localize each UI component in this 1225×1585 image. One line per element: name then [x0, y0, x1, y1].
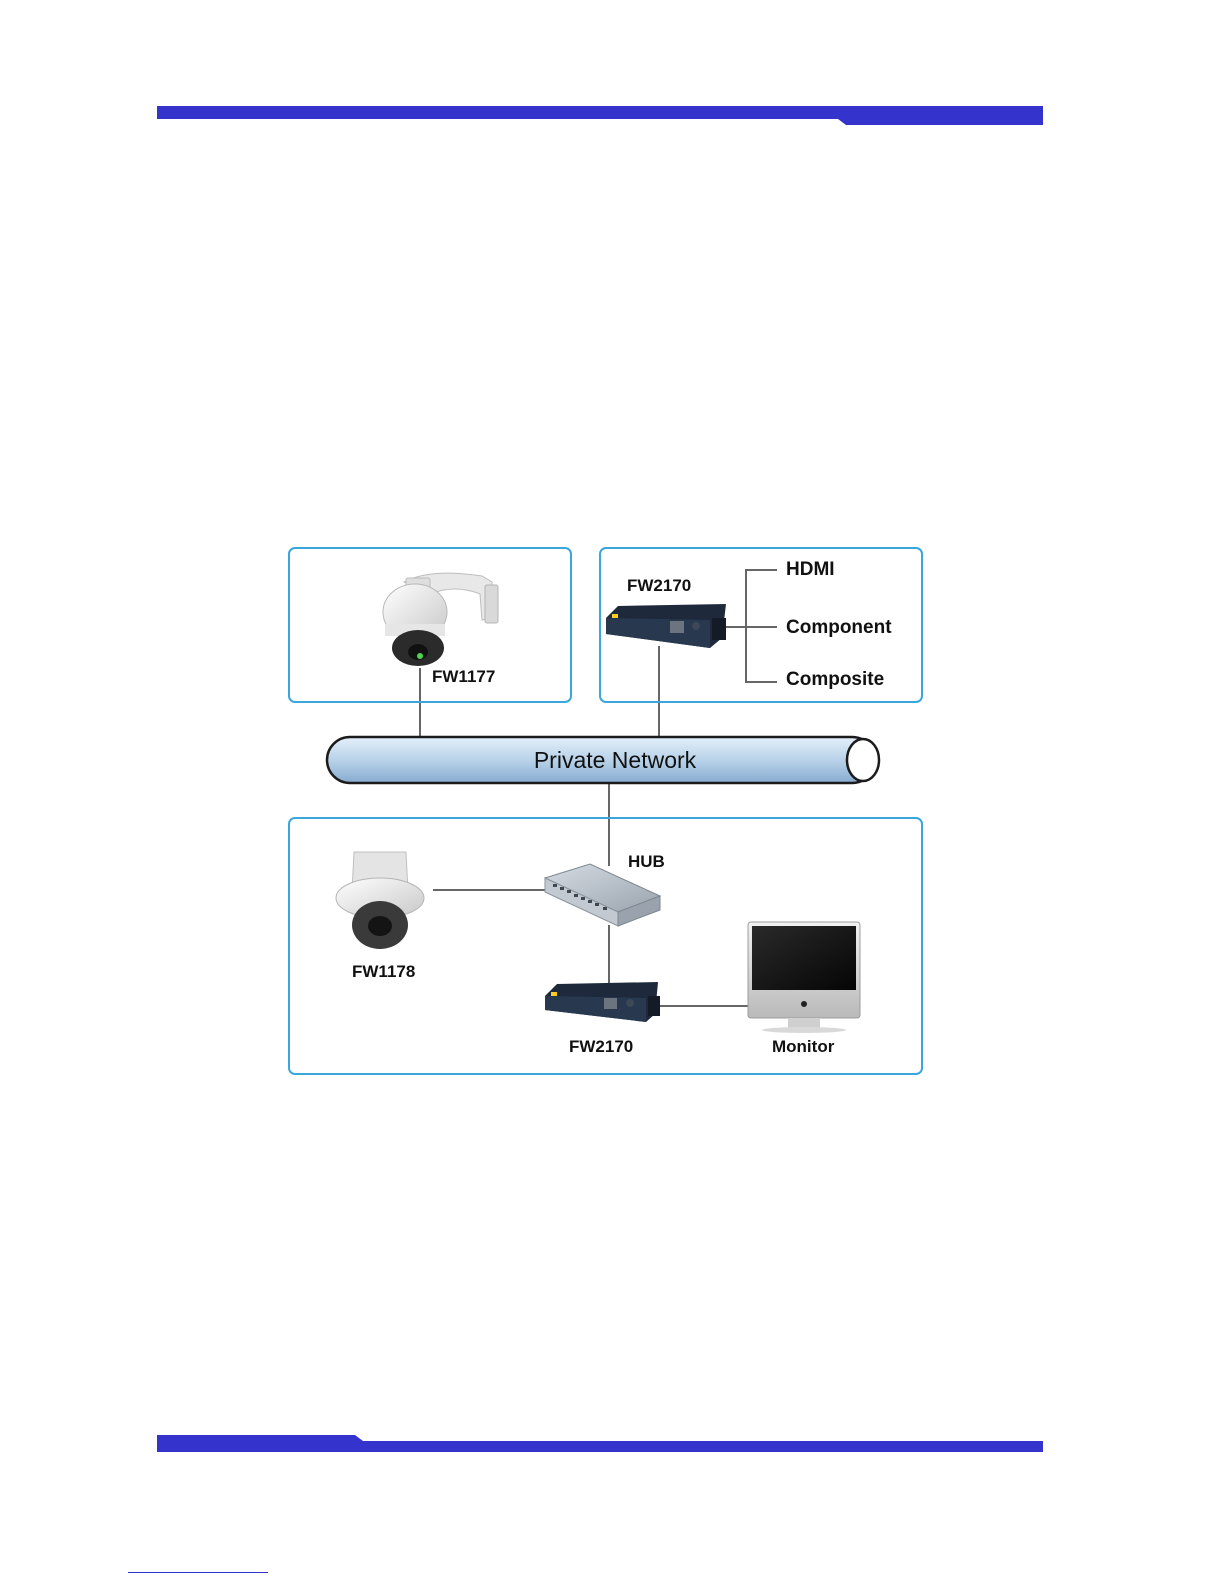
output-component-label: Component	[786, 617, 892, 638]
output-composite-label: Composite	[786, 669, 884, 690]
monitor-label: Monitor	[772, 1037, 835, 1056]
monitor-icon	[748, 922, 860, 1033]
fw2170-decoder-bottom-icon	[545, 982, 660, 1022]
output-hdmi-label: HDMI	[786, 559, 835, 580]
fw1178-camera-icon	[336, 852, 424, 949]
fw2170-bottom-label: FW2170	[569, 1037, 633, 1056]
hub-icon	[545, 864, 660, 926]
fw1177-camera-icon	[383, 573, 498, 666]
fw2170-decoder-top-icon	[606, 604, 726, 648]
fw1178-label: FW1178	[352, 962, 415, 981]
private-network-label: Private Network	[534, 747, 697, 773]
fw2170-top-label: FW2170	[627, 576, 691, 595]
hub-label: HUB	[628, 852, 665, 871]
fw1177-label: FW1177	[432, 667, 495, 686]
